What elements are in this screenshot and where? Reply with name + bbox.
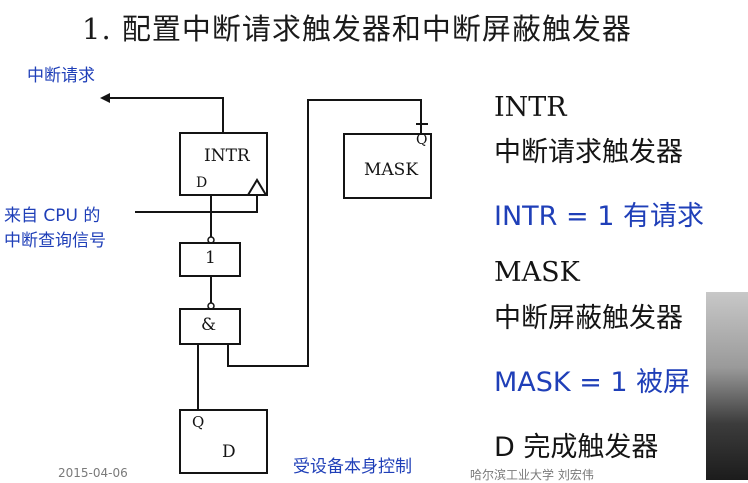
video-overlay xyxy=(706,292,748,480)
intr-d-label: D xyxy=(196,175,208,191)
mask-title: MASK xyxy=(494,257,580,288)
intr-title: INTR xyxy=(494,92,567,123)
d-box-label: D xyxy=(222,442,236,462)
cpu-query-label-line2: 中断查询信号 xyxy=(4,231,106,251)
d-box xyxy=(179,409,268,474)
and-gate-label: & xyxy=(201,315,217,335)
mask-equation: MASK = 1 被屏 xyxy=(494,367,691,398)
request-output-line xyxy=(105,97,224,133)
device-control-label: 受设备本身控制 xyxy=(293,457,412,477)
footer-institution: 哈尔滨工业大学 刘宏伟 xyxy=(470,468,594,482)
clock-triangle xyxy=(246,178,268,196)
and-gate-box xyxy=(179,308,241,345)
cpu-query-label-line1: 来自 CPU 的 xyxy=(4,206,101,226)
slide-title: 1. 配置中断请求触发器和中断屏蔽触发器 xyxy=(82,12,632,46)
request-arrowhead xyxy=(100,93,110,103)
mask-desc: 中断屏蔽触发器 xyxy=(494,303,683,334)
d-desc: D 完成触发器 xyxy=(494,432,659,463)
mask-to-and-line xyxy=(227,99,422,367)
d-box-q-label: Q xyxy=(192,413,205,431)
mask-box-label: MASK xyxy=(364,160,419,180)
intr-desc: 中断请求触发器 xyxy=(494,137,683,168)
interrupt-request-label: 中断请求 xyxy=(27,66,95,86)
footer-date: 2015-04-06 xyxy=(58,466,128,480)
mask-box xyxy=(343,133,432,199)
not-gate-label: 1 xyxy=(205,248,216,268)
intr-box-label: INTR xyxy=(204,146,250,166)
intr-equation: INTR = 1 有请求 xyxy=(494,201,704,232)
cpu-query-line xyxy=(135,195,258,213)
mask-q-label: Q xyxy=(416,132,428,148)
